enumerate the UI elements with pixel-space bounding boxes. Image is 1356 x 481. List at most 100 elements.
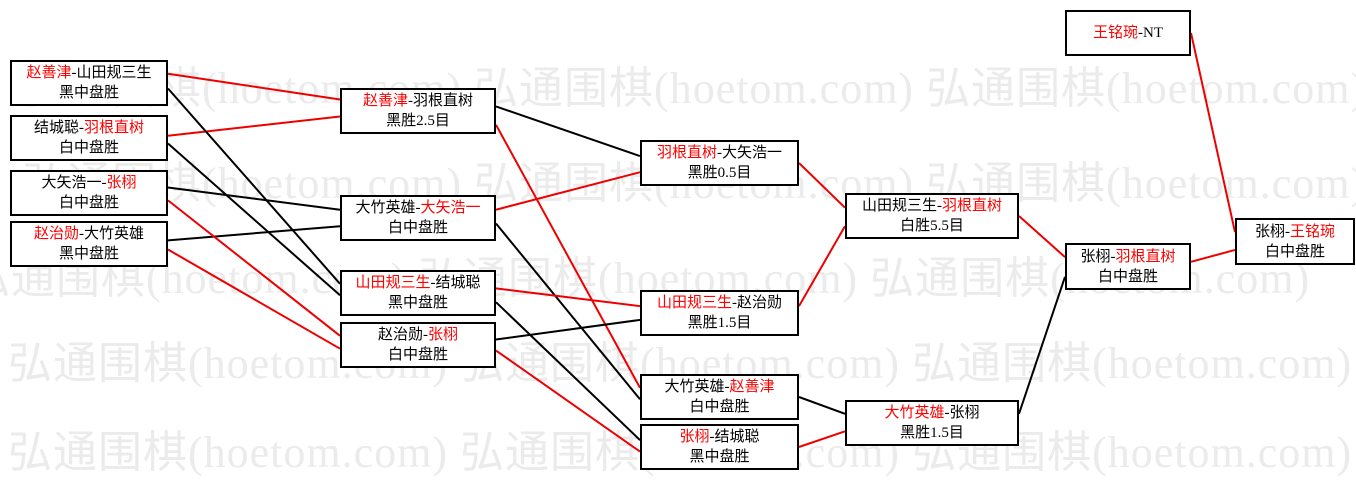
bracket-connector-black	[167, 142, 341, 297]
match-players: 大竹英雄-赵善津	[664, 377, 774, 397]
name-separator: -	[724, 379, 730, 395]
match-box-r1b4[interactable]: 赵治勋-大竹英雄黑中盘胜	[10, 221, 168, 267]
bracket-connector-black	[495, 222, 641, 400]
bracket-connector-black	[167, 186, 341, 211]
match-box-r4b2[interactable]: 大竹英雄-张栩黑胜1.5目	[845, 400, 1019, 446]
name-separator: -	[732, 295, 737, 311]
player-name: 大竹英雄	[355, 200, 416, 216]
player-name: 张栩	[1254, 223, 1285, 240]
name-separator: -	[415, 200, 421, 216]
name-separator: -	[79, 226, 84, 242]
player-name: 大竹英雄	[664, 379, 725, 395]
bracket-connector-red	[798, 430, 846, 448]
player-name: 大矢浩一	[722, 145, 783, 161]
player-name: 山田规三生	[656, 295, 732, 311]
match-players: 张栩-羽根直树	[1080, 247, 1175, 267]
name-separator: -	[944, 405, 950, 421]
match-box-r3b4[interactable]: 张栩-结城聪黑中盘胜	[640, 424, 799, 470]
name-separator: -	[717, 145, 722, 161]
bracket-connector-black	[1018, 276, 1066, 415]
player-name: 羽根直树	[1115, 248, 1176, 265]
bracket-connector-red	[167, 72, 341, 101]
bracket-connector-black	[495, 301, 641, 441]
match-result: 白胜5.5目	[900, 218, 964, 234]
player-name: 赵善津	[729, 379, 775, 395]
watermark-text: 弘通围棋(hoetom.com) 弘通围棋(hoetom.com) 弘通围棋(h…	[22, 64, 1356, 113]
match-result: 黑胜1.5目	[900, 425, 964, 441]
bracket-connector-red	[1190, 32, 1236, 233]
match-players: 赵善津-羽根直树	[363, 91, 473, 111]
name-separator: -	[423, 327, 428, 343]
player-name: 张栩	[106, 175, 137, 191]
player-name: 大矢浩一	[41, 175, 102, 191]
bracket-connector-red	[167, 115, 341, 137]
player-name: 羽根直树	[413, 93, 474, 109]
match-result: 黑胜2.5目	[386, 113, 450, 129]
player-name: 赵治勋	[737, 295, 783, 311]
player-name: 山田规三生	[355, 275, 431, 291]
bracket-connector-black	[495, 105, 641, 158]
player-name: 赵善津	[362, 93, 408, 109]
name-separator: -	[1285, 223, 1290, 240]
match-players: 大矢浩一-张栩	[41, 173, 136, 193]
match-box-r5b1[interactable]: 张栩-羽根直树白中盘胜	[1065, 243, 1191, 290]
player-name: 山田规三生	[861, 198, 937, 214]
match-players: 结城聪-羽根直树	[34, 118, 144, 138]
player-name: 张栩	[428, 327, 459, 343]
bracket-connector-red	[495, 124, 641, 389]
player-name: 张栩	[1080, 248, 1111, 265]
match-players: 羽根直树-大矢浩一	[657, 143, 782, 163]
match-players: 王铭琬-NT	[1093, 23, 1163, 43]
match-result: 白中盘胜	[1264, 243, 1325, 260]
name-separator: -	[1110, 248, 1116, 265]
match-box-rtop[interactable]: 王铭琬-NT	[1065, 10, 1191, 56]
player-name: 王铭琬	[1092, 25, 1138, 41]
match-box-r1b1[interactable]: 赵善津-山田规三生黑中盘胜	[10, 60, 168, 106]
match-result: 黑中盘胜	[58, 85, 119, 101]
match-box-r2b2[interactable]: 大竹英雄-大矢浩一白中盘胜	[340, 195, 496, 241]
match-result: 黑胜1.5目	[687, 315, 752, 331]
match-box-r1b2[interactable]: 结城聪-羽根直树白中盘胜	[10, 115, 168, 161]
match-players: 赵治勋-大竹英雄	[34, 224, 144, 244]
match-players: 赵治勋-张栩	[378, 325, 458, 345]
match-players: 张栩-结城聪	[679, 427, 759, 447]
match-box-r2b1[interactable]: 赵善津-羽根直树黑胜2.5目	[340, 88, 496, 134]
player-name: 大竹英雄	[884, 405, 945, 421]
match-result: 白中盘胜	[58, 195, 119, 211]
player-name: 张栩	[679, 429, 710, 445]
match-result: 白中盘胜	[58, 140, 119, 156]
match-result: 白中盘胜	[387, 220, 448, 236]
match-box-r3b2[interactable]: 山田规三生-赵治勋黑胜1.5目	[640, 290, 799, 336]
bracket-connector-black	[167, 87, 341, 285]
match-box-rfin[interactable]: 张栩-王铭琬白中盘胜	[1235, 218, 1355, 265]
bracket-connector-red	[1190, 248, 1236, 263]
match-box-r3b3[interactable]: 大竹英雄-赵善津白中盘胜	[640, 374, 799, 420]
match-players: 张栩-王铭琬	[1255, 222, 1335, 242]
bracket-connector-red	[167, 248, 341, 350]
bracket-connector-black	[798, 396, 846, 415]
match-box-r3b1[interactable]: 羽根直树-大矢浩一黑胜0.5目	[640, 140, 799, 186]
match-box-r2b3[interactable]: 山田规三生-结城聪黑中盘胜	[340, 270, 496, 316]
player-name: NT	[1143, 25, 1163, 41]
name-separator: -	[101, 175, 107, 191]
player-name: 赵治勋	[377, 327, 423, 343]
match-result: 白中盘胜	[1097, 268, 1158, 285]
match-box-r4b1[interactable]: 山田规三生-羽根直树白胜5.5目	[845, 193, 1019, 239]
name-separator: -	[709, 429, 715, 445]
match-box-r1b3[interactable]: 大矢浩一-张栩白中盘胜	[10, 170, 168, 216]
match-result: 黑中盘胜	[58, 246, 119, 262]
bracket-connector-red	[798, 225, 846, 307]
match-box-r2b4[interactable]: 赵治勋-张栩白中盘胜	[340, 322, 496, 368]
player-name: 赵善津	[26, 65, 72, 81]
player-name: 羽根直树	[656, 145, 717, 161]
match-result: 白中盘胜	[387, 347, 448, 363]
match-result: 黑胜0.5目	[687, 165, 752, 181]
match-players: 山田规三生-赵治勋	[657, 293, 782, 313]
match-players: 大竹英雄-大矢浩一	[355, 198, 480, 218]
player-name: 大竹英雄	[84, 226, 145, 242]
name-separator: -	[79, 120, 84, 136]
player-name: 赵治勋	[33, 226, 79, 242]
match-players: 赵善津-山田规三生	[26, 63, 151, 83]
match-result: 白中盘胜	[689, 399, 750, 415]
match-result: 黑中盘胜	[689, 449, 750, 465]
